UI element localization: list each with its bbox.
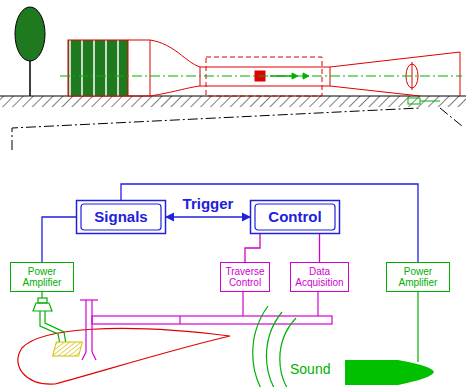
tree [15,7,45,96]
wind-tunnel [68,40,460,96]
sound-source [345,360,434,385]
node-label: Traverse Control [221,266,269,288]
airfoil [18,328,230,384]
node-label: Control [265,209,324,226]
amplifier-box: Traverse Control [220,262,270,292]
loudspeaker [33,292,66,344]
speaker-wire [417,292,418,362]
sound-waves [253,306,296,387]
detail-bracket [440,108,462,126]
node-label: Power Amplifier [387,266,449,288]
amplifier-box: Power Amplifier [10,262,74,292]
edge-label: Trigger [181,196,236,213]
signal-line [166,216,250,217]
signal-line [245,234,260,262]
monitor-box: Control [250,200,340,234]
node-label: Signals [91,209,150,226]
amplifier-box: Power Amplifier [386,262,450,292]
detail-bracket [12,108,420,150]
monitor-box: Signals [76,200,166,234]
signal-line [42,217,76,262]
flow-arrows [270,73,440,104]
amplifier-box: Data Acquisition [290,262,349,292]
annotation-label: Sound [290,362,330,377]
signal-line [319,234,320,262]
probe [80,292,332,360]
ground [0,96,466,107]
node-label: Data Acquisition [291,266,348,288]
coil [53,342,83,356]
centerline [60,76,462,77]
node-label: Power Amplifier [11,266,73,288]
